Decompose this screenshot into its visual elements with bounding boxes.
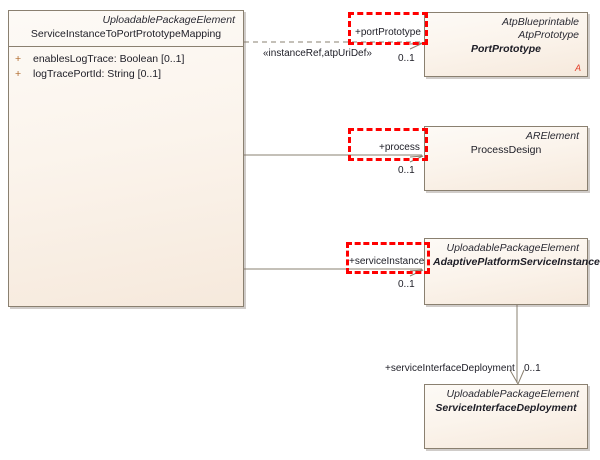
connector-role-label-service-instance: +serviceInstance (349, 256, 425, 267)
class-port-prototype[interactable]: AtpBlueprintable AtpPrototype PortProtot… (424, 12, 588, 77)
attribute-visibility: + (15, 68, 22, 80)
class-stereotype: ARElement (525, 130, 579, 142)
class-stereotype: AtpPrototype (518, 29, 579, 41)
class-name: ServiceInterfaceDeployment (435, 402, 577, 414)
attribute-row: + enablesLogTrace: Boolean [0..1] (9, 52, 243, 67)
class-stereotype: UploadablePackageElement (446, 388, 579, 400)
class-name: PortPrototype (470, 43, 541, 55)
connector-multiplicity-process: 0..1 (398, 165, 415, 176)
class-name: ProcessDesign (470, 144, 542, 156)
attribute-visibility: + (15, 53, 22, 65)
connector-service-instance-arrowhead (409, 269, 424, 277)
class-service-instance-to-port-prototype-mapping[interactable]: UploadablePackageElement ServiceInstance… (8, 10, 244, 307)
connector-stereotype-label-port-prototype: «instanceRef,atpUriDef» (263, 48, 372, 59)
class-stereotype: UploadablePackageElement (102, 14, 235, 26)
class-header: AtpBlueprintable AtpPrototype PortProtot… (425, 13, 587, 60)
attribute-text: enablesLogTrace: Boolean [0..1] (33, 53, 185, 65)
class-stereotype: AtpBlueprintable (501, 16, 579, 28)
connector-role-label-process: +process (379, 142, 420, 153)
abstract-marker: A (574, 63, 581, 73)
class-header: UploadablePackageElement ServiceInterfac… (425, 385, 587, 419)
connector-role-label-port-prototype: +portPrototype (355, 27, 421, 38)
class-name: ServiceInstanceToPortPrototypeMapping (30, 28, 222, 40)
class-header: UploadablePackageElement AdaptivePlatfor… (425, 239, 600, 273)
class-adaptive-platform-service-instance[interactable]: UploadablePackageElement AdaptivePlatfor… (424, 238, 600, 305)
class-process-design[interactable]: ARElement ProcessDesign (424, 126, 588, 191)
connector-process-arrowhead (409, 155, 424, 163)
connector-port-prototype-arrowhead (409, 42, 424, 50)
class-name: AdaptivePlatformServiceInstance (433, 256, 600, 268)
connector-multiplicity-service-interface-deployment: 0..1 (524, 363, 541, 374)
attribute-text: logTracePortId: String [0..1] (33, 68, 162, 80)
class-service-interface-deployment[interactable]: UploadablePackageElement ServiceInterfac… (424, 384, 588, 449)
class-stereotype: UploadablePackageElement (446, 242, 579, 254)
attribute-row: + logTracePortId: String [0..1] (9, 67, 243, 82)
class-header: UploadablePackageElement ServiceInstance… (9, 11, 243, 47)
connector-multiplicity-service-instance: 0..1 (398, 279, 415, 290)
class-header: ARElement ProcessDesign (425, 127, 587, 161)
class-attributes: + enablesLogTrace: Boolean [0..1] + logT… (9, 47, 243, 82)
connector-multiplicity-port-prototype: 0..1 (398, 53, 415, 64)
connector-role-label-service-interface-deployment: +serviceInterfaceDeployment (385, 363, 515, 374)
